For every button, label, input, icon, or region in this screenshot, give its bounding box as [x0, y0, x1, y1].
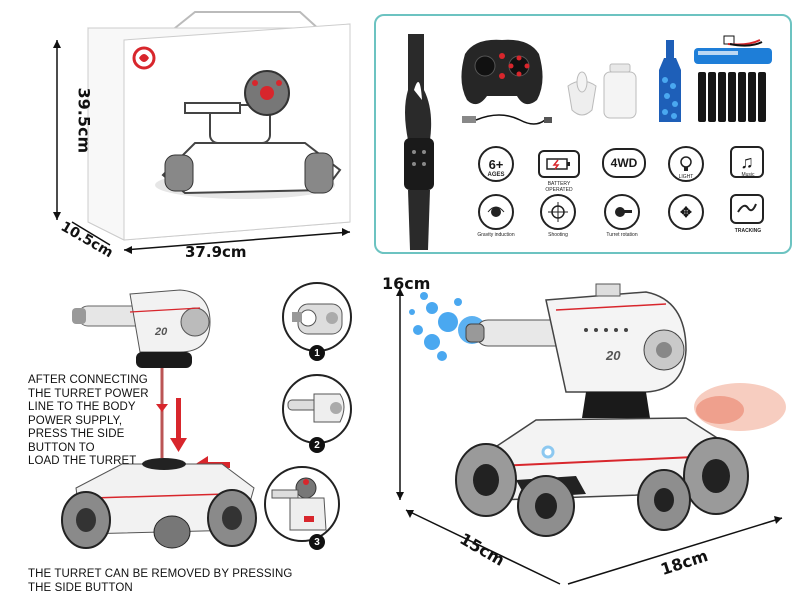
instruction-line: PRESS THE SIDE — [28, 428, 125, 440]
removal-note-line: THE TURRET CAN BE REMOVED BY PRESSING — [28, 568, 293, 580]
four-wheel-drive-icon: 4WD — [602, 148, 646, 178]
step-2-view — [282, 374, 352, 444]
music-label: Music — [741, 172, 755, 178]
ages-icon: 6+ — [478, 146, 514, 182]
light-bulb-icon — [668, 146, 704, 182]
removal-note: THE TURRET CAN BE REMOVED BY PRESSING TH… — [28, 568, 328, 595]
assembly-instruction: AFTER CONNECTING THE TURRET POWER LINE T… — [28, 374, 158, 469]
step-3-badge: 3 — [309, 534, 325, 550]
music-glyph: ♫ — [740, 151, 754, 172]
gravity-label: Gravity induction — [477, 232, 515, 238]
music-note-icon: ♫ — [730, 146, 764, 178]
instruction-line: LOAD THE TURRET — [28, 455, 137, 467]
instruction-line: BUTTON TO — [28, 441, 95, 454]
turret-rotation-label: Turret rotation — [606, 232, 638, 238]
instruction-line: AFTER CONNECTING — [28, 374, 148, 386]
tank-body-illustration — [61, 458, 257, 549]
width-dimension-lines — [71, 221, 351, 254]
turret-illustration — [72, 289, 211, 368]
instruction-line: POWER SUPPLY, — [28, 414, 123, 427]
battery-and-darts-image — [694, 35, 772, 122]
instruction-line: THE TURRET POWER — [28, 387, 149, 400]
battery-label: BATTERY OPERATED — [545, 181, 573, 193]
assembly-arrows — [156, 368, 187, 458]
instruction-line: LINE TO THE BODY — [28, 401, 136, 413]
gravity-icon — [478, 194, 514, 230]
remote-controller-image — [461, 39, 543, 105]
wrist-controller-image — [404, 34, 434, 250]
box-height-label: 39.5cm — [74, 87, 94, 154]
four-wheel-drive-value: 4WD — [610, 156, 638, 170]
funnel-and-bottle-image — [567, 63, 637, 119]
step-1-view — [282, 282, 352, 352]
turret-number-label: 20 — [155, 326, 168, 338]
step-1-badge: 1 — [309, 345, 325, 361]
box-illustration — [87, 11, 351, 241]
box-width-label: 37.9cm — [185, 243, 247, 261]
step-2-badge: 2 — [309, 437, 325, 453]
turret-icon — [604, 194, 640, 230]
product-dimension-lines — [396, 288, 783, 585]
step-3-view — [264, 466, 340, 542]
water-ball-bottle-image — [659, 40, 681, 122]
light-label: LIGHT — [678, 174, 694, 180]
shooting-label: Shooting — [548, 232, 568, 238]
move-arrows-icon: ✥ — [668, 194, 704, 230]
product-turret-number: 20 — [606, 348, 621, 363]
box-package — [53, 10, 370, 270]
ages-value: 6+ — [488, 156, 504, 172]
battery-icon — [538, 150, 580, 178]
crosshair-icon — [540, 194, 576, 230]
ages-label: AGES — [487, 172, 505, 178]
height-dimension-line — [53, 40, 61, 220]
product-tank-illustration — [455, 283, 749, 537]
feature-icons-grid: 6+ AGES BATTERY OPERATED 4WD LIGHT ♫ Mus… — [477, 142, 778, 242]
tracking-icon — [730, 194, 764, 224]
usb-cable-image — [462, 114, 552, 125]
tracking-label: TRACKING — [734, 228, 762, 234]
product-height-label: 16cm — [382, 274, 431, 293]
smoke-effect — [694, 383, 786, 431]
removal-note-line: THE SIDE BUTTON — [28, 581, 133, 594]
